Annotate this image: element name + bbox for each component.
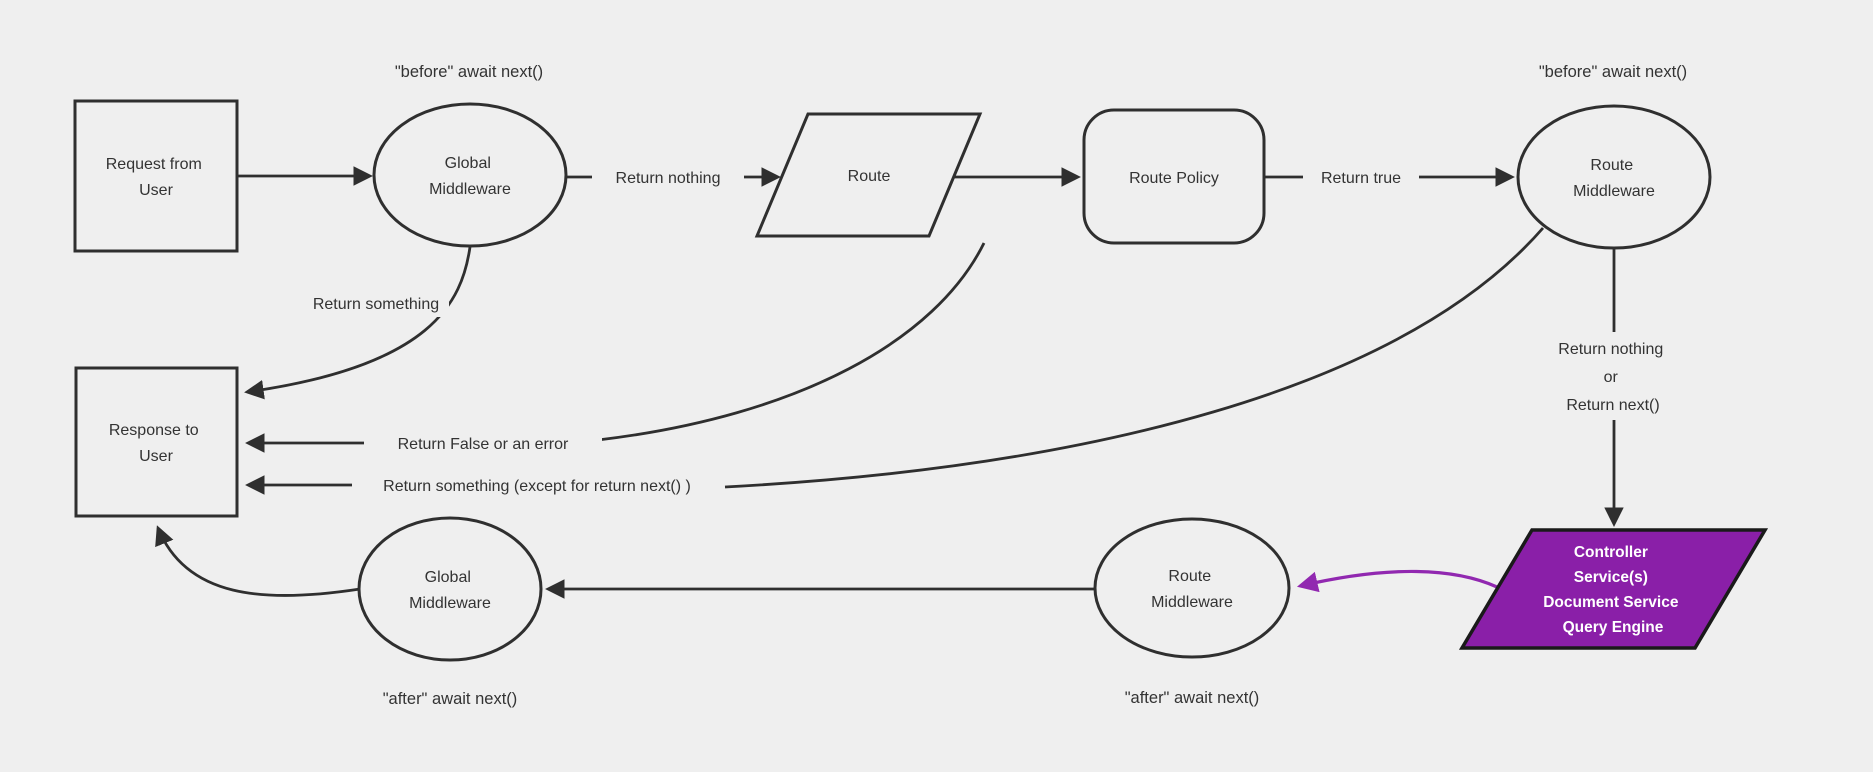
annotation-after-await-route: "after" await next() — [1125, 689, 1260, 707]
route-middleware-before-shape — [1516, 104, 1712, 250]
route-label: Route — [848, 168, 891, 185]
node-response-to-user: Response to User — [74, 366, 239, 518]
return-true-label: Return true — [1321, 170, 1401, 187]
node-global-middleware-before: Global Middleware — [372, 102, 568, 248]
global-middleware-after-shape — [357, 516, 543, 662]
route-middleware-after-label: Route Middleware — [1151, 568, 1233, 611]
edge-label-return-nothing-or-next: Return nothing or Return next() — [1537, 332, 1691, 420]
response-to-user-label: Response to User — [109, 422, 203, 465]
controller-services-shape — [1458, 528, 1769, 650]
edge-controller-to-route-middleware-after — [1296, 569, 1498, 593]
annotation-before-await-global: "before" await next() — [395, 63, 543, 81]
return-something-label: Return something — [313, 296, 439, 313]
edge-label-return-true: Return true — [1303, 163, 1419, 191]
label-bg — [352, 471, 724, 499]
return-nothing-label: Return nothing — [616, 170, 721, 187]
global-middleware-before-shape — [372, 102, 568, 248]
edge-label-return-false-or-error: Return False or an error — [364, 429, 602, 457]
node-route-middleware-before: Route Middleware — [1516, 104, 1712, 250]
label-bg — [592, 163, 744, 191]
node-route-middleware-after: Route Middleware — [1093, 517, 1291, 659]
global-middleware-after-label: Global Middleware — [409, 569, 491, 612]
edge-label-return-something: Return something — [303, 289, 449, 317]
request-from-user-shape — [73, 99, 239, 253]
node-controller-services: Controller Service(s) Document Service Q… — [1458, 528, 1769, 650]
node-route: Route — [754, 112, 983, 238]
edge-label-return-nothing: Return nothing — [592, 163, 744, 191]
route-policy-shape — [1082, 108, 1266, 245]
return-nothing-or-next-label: Return nothing or Return next() — [1558, 341, 1667, 414]
return-something-except-label: Return something (except for return next… — [383, 478, 691, 495]
edge-global-middleware-return-something — [244, 246, 472, 400]
label-bg — [1303, 163, 1419, 191]
route-shape — [754, 112, 983, 238]
annotation-before-await-route: "before" await next() — [1539, 63, 1687, 81]
controller-services-label: Controller Service(s) Document Service Q… — [1543, 544, 1683, 636]
route-policy-label: Route Policy — [1129, 170, 1219, 187]
request-from-user-label: Request from User — [106, 156, 207, 199]
label-bg — [303, 289, 449, 317]
global-middleware-before-label: Global Middleware — [429, 155, 511, 198]
edge-global-after-to-response — [155, 525, 361, 597]
node-request-from-user: Request from User — [73, 99, 239, 253]
return-false-or-error-label: Return False or an error — [398, 436, 569, 453]
edge-route-policy-return-false-curve — [597, 242, 986, 442]
label-bg — [364, 429, 602, 457]
route-middleware-after-shape — [1093, 517, 1291, 659]
route-middleware-before-label: Route Middleware — [1573, 157, 1655, 200]
node-route-policy: Route Policy — [1082, 108, 1266, 245]
edge-route-middleware-return-something-curve — [724, 227, 1545, 489]
edge-label-return-something-except: Return something (except for return next… — [352, 471, 724, 499]
label-bg — [1537, 332, 1691, 420]
annotation-after-await-global: "after" await next() — [383, 690, 518, 708]
node-global-middleware-after: Global Middleware — [357, 516, 543, 662]
response-to-user-shape — [74, 366, 239, 518]
